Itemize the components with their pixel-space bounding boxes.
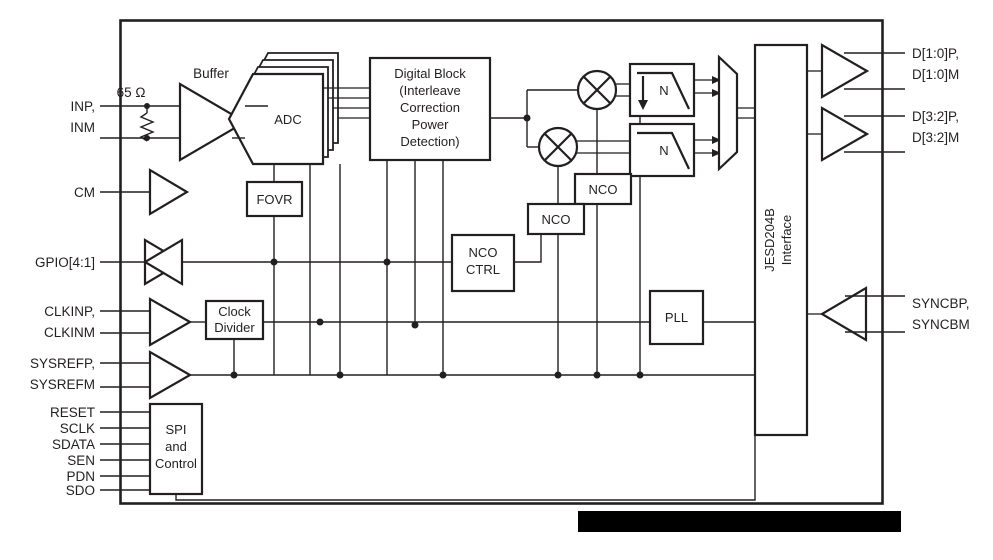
termination-label: 65 Ω (117, 85, 146, 100)
nco-upper-block (573, 172, 633, 206)
adc-block (227, 72, 325, 166)
arrow-dec-top-b (712, 89, 721, 97)
digital-block-line-2: (Interleave (399, 83, 460, 98)
junction-sysref-3 (554, 371, 562, 379)
digital-block-line-1: Digital Block (394, 66, 466, 81)
pin-label-sysrefp: SYSREFP, (30, 356, 95, 371)
termination-resistor-icon (139, 112, 155, 142)
input-buffer-amp (178, 82, 248, 162)
pin-label-syncbp: SYNCBP, (912, 296, 970, 311)
junction-inm-term (144, 135, 150, 141)
clock-divider-line-2: Divider (214, 320, 255, 335)
pll-block (648, 289, 705, 346)
decimation-filter-bottom-response-icon (637, 131, 690, 170)
pin-label-clkinp: CLKINP, (44, 304, 95, 319)
decimation-filter-bottom-label: N (659, 143, 668, 158)
clock-input-buffer-amp (148, 297, 193, 347)
arrow-dec-top-a (712, 76, 721, 84)
digital-block-line-3: Correction (400, 100, 460, 115)
wire-nco-ctrl-to-nco-lower (514, 234, 542, 263)
pin-label-reset: RESET (50, 405, 95, 420)
fovr-label: FOVR (256, 192, 292, 207)
adc-label: ADC (274, 112, 301, 127)
pin-label-syncbm: SYNCBM (912, 317, 970, 332)
spi-line-2: and (165, 439, 187, 454)
pin-label-d32m: D[3:2]M (912, 130, 959, 145)
pin-label-pdn: PDN (66, 469, 95, 484)
pin-label-sysrefm: SYSREFM (30, 377, 95, 392)
syncb-input-buffer (819, 286, 868, 342)
nco-lower-label: NCO (542, 212, 571, 227)
junction-digital-lead-2-clock (411, 321, 419, 329)
redaction-bar (578, 511, 901, 532)
digital-block-line-5: Detection) (400, 134, 459, 149)
pin-label-d32p: D[3:2]P, (912, 109, 959, 124)
pin-label-gpio: GPIO[4:1] (35, 255, 95, 270)
mixer-top-cross-b (583, 76, 611, 104)
jesd204b-line-1: JESD204B (762, 208, 777, 272)
nco-lower-block (526, 202, 586, 236)
pin-label-d10m: D[1:0]M (912, 67, 959, 82)
pin-label-cm: CM (74, 185, 95, 200)
jesd204b-interface-block (753, 43, 809, 437)
buffer-label: Buffer (193, 66, 229, 81)
pll-label: PLL (665, 310, 688, 325)
clock-divider-block (204, 299, 265, 341)
junction-sysref-5 (636, 371, 644, 379)
junction-clockbus-pll (316, 318, 324, 326)
pin-label-sdo: SDO (66, 483, 95, 498)
pin-label-inp: INP, (70, 99, 95, 114)
spi-line-1: SPI (166, 422, 187, 437)
pin-label-clkinm: CLKINM (44, 325, 95, 340)
junction-inp-term (144, 103, 150, 109)
nco-ctrl-line-2: CTRL (466, 262, 500, 277)
digital-block (368, 56, 492, 162)
decimation-filter-top-arrowhead-icon (638, 100, 648, 110)
mixer-bottom-cross-b (544, 133, 572, 161)
wire-spi-bottom-bus (175, 435, 756, 501)
pin-label-inm: INM (70, 120, 95, 135)
jesd204b-line-2: Interface (779, 215, 794, 266)
arrow-dec-bot-b (712, 149, 721, 157)
junction-sysref-4 (593, 371, 601, 379)
output-multiplexer (717, 54, 739, 172)
pin-label-sen: SEN (67, 453, 95, 468)
pin-label-d10p: D[1:0]P, (912, 46, 959, 61)
junction-sysref-2 (439, 371, 447, 379)
cm-buffer-amp (148, 168, 190, 216)
pin-label-sdata: SDATA (52, 437, 95, 452)
digital-block-line-4: Power (412, 117, 450, 132)
spi-and-control-block (148, 402, 204, 496)
sysref-input-buffer-amp (148, 350, 193, 400)
decimation-filter-top-response-icon (637, 71, 690, 110)
nco-ctrl-line-1: NCO (469, 245, 498, 260)
clock-divider-line-1: Clock (218, 304, 251, 319)
arrow-dec-bot-a (712, 136, 721, 144)
nco-ctrl-block (450, 233, 516, 293)
nco-upper-label: NCO (589, 182, 618, 197)
decimation-filter-top-label: N (659, 83, 668, 98)
spi-line-3: Control (155, 456, 197, 471)
pin-label-sclk: SCLK (60, 421, 95, 436)
